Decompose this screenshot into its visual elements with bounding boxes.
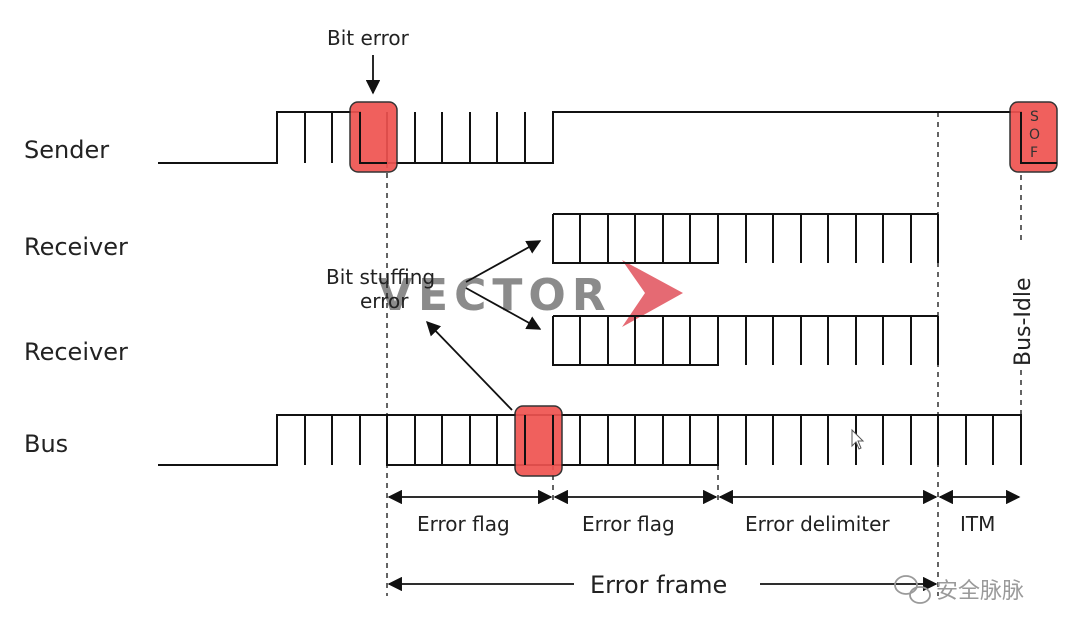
- receiver-label-2: Receiver: [24, 338, 128, 366]
- bus-idle-annotation: Bus-Idle: [1011, 277, 1036, 366]
- sof-letter-o: O: [1029, 127, 1040, 143]
- sender-waveform: [158, 111, 1022, 164]
- sof-letter-f: F: [1030, 145, 1038, 161]
- error-flag-1-label: Error flag: [417, 512, 510, 536]
- sender-label: Sender: [24, 136, 109, 164]
- receiver-1-waveform: [552, 213, 939, 264]
- vector-watermark-text: VECTOR: [378, 270, 612, 321]
- bit-stuffing-arrow-down: [465, 287, 542, 330]
- sof-letter-s: S: [1030, 109, 1039, 125]
- error-delimiter-label: Error delimiter: [745, 512, 890, 536]
- wechat-credit: 安全脉脉: [894, 575, 1024, 604]
- vector-watermark: VECTOR: [378, 260, 683, 327]
- error-frame-label: Error frame: [590, 571, 727, 599]
- bit-stuffing-annotation-line2: error: [360, 289, 409, 313]
- bus-bit-stuffing-highlight: [514, 405, 563, 477]
- bit-stuffing-arrow-from-bus: [425, 320, 513, 411]
- wechat-icon: [894, 575, 931, 604]
- wechat-credit-text: 安全脉脉: [936, 579, 1024, 604]
- receiver-label-1: Receiver: [24, 233, 128, 261]
- sender-bit-error-highlight: [349, 101, 398, 173]
- dashed-reference-lines: [386, 112, 1022, 596]
- vector-watermark-chevron: [622, 260, 683, 327]
- receiver-2-waveform: [552, 315, 939, 366]
- error-flag-2-label: Error flag: [582, 512, 675, 536]
- itm-label: ITM: [960, 512, 995, 536]
- bit-stuffing-annotation-line1: Bit stuffing: [326, 265, 435, 289]
- bus-waveform: [158, 414, 1022, 466]
- bit-stuffing-arrow-up: [465, 240, 542, 283]
- bit-error-annotation: Bit error: [327, 26, 410, 50]
- bus-label: Bus: [24, 430, 68, 458]
- mouse-cursor-icon: [851, 428, 865, 450]
